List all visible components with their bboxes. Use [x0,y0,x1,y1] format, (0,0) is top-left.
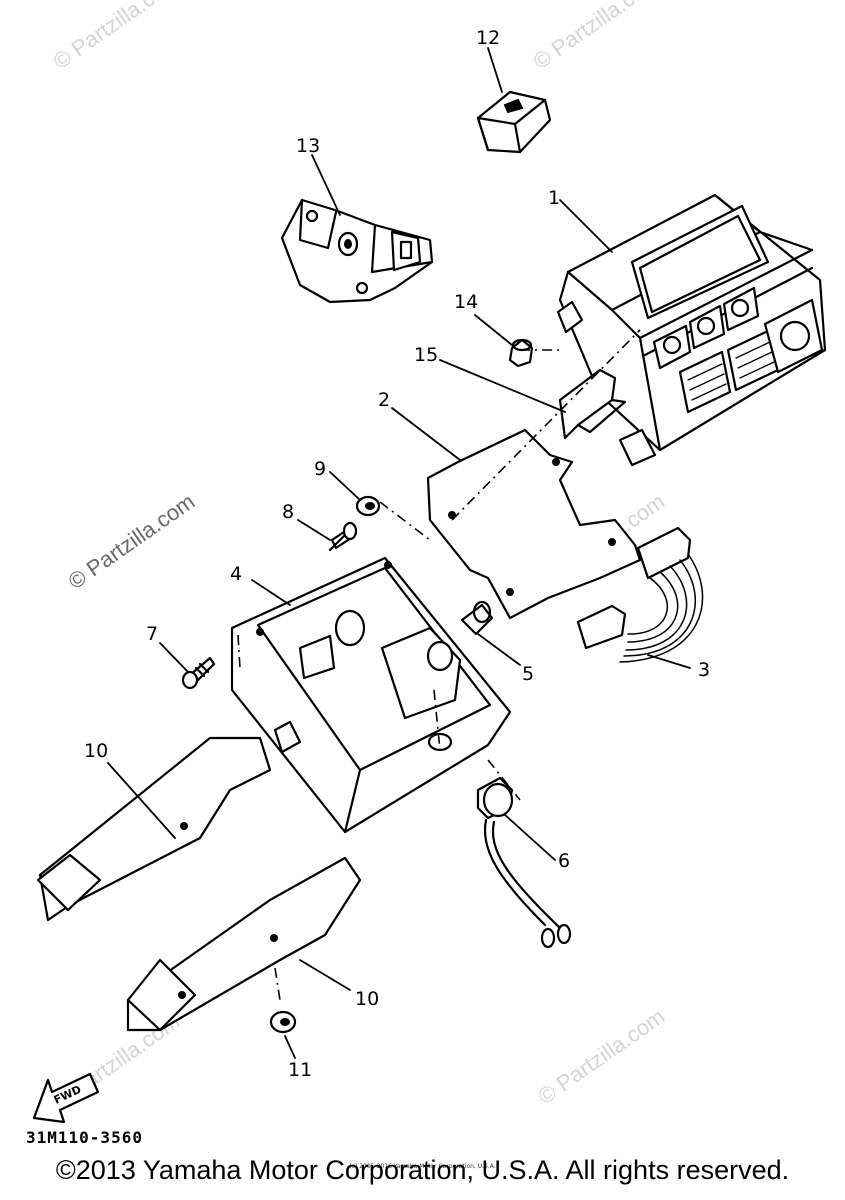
callout-11: 11 [288,1059,312,1081]
watermark: © Partzilla.com [49,0,185,74]
part-12-cushion [476,90,552,154]
part-11-nut [269,1010,297,1034]
part-1-display-unit [556,193,827,467]
callout-12: 12 [476,27,500,49]
part-5-bulb [460,600,494,636]
part-3-ribbon-cable [576,526,704,663]
part-13-sensor [280,198,434,304]
part-14-grommet [508,338,534,368]
copyright-notice: ©2013 Yamaha Motor Corporation, U.S.A. A… [55,1155,790,1185]
fwd-arrow-icon: FWD [32,1072,100,1124]
assembly-lines [237,329,641,1001]
callout-15: 15 [414,344,438,366]
part-4-case [230,556,512,834]
callout-7: 7 [146,623,158,645]
callout-1: 1 [548,187,560,209]
watermark: © Partzilla.com [529,0,665,74]
diagram-reference-number: 31M110-3560 [26,1128,143,1147]
part-9-nut [355,495,381,517]
callout-10b: 10 [355,988,379,1010]
part-10-bracket-lower [126,856,362,1032]
callout-6: 6 [558,850,570,872]
fine-print: (c) 2005-2016 Yamaha Motor Corporation, … [349,1163,496,1170]
watermark: © Partzilla.com [534,1004,670,1110]
callout-4: 4 [230,563,242,585]
callout-10: 10 [84,740,108,762]
callout-13: 13 [296,135,320,157]
callouts: 1 2 3 4 5 6 7 8 9 10 10 11 12 13 14 15 [84,27,710,1081]
part-15-clip [558,368,627,440]
callout-8: 8 [282,501,294,523]
part-6-socket [476,776,572,949]
callout-3: 3 [698,659,710,681]
leader-lines [107,47,691,1059]
callout-5: 5 [522,663,534,685]
part-2-plate [426,428,642,620]
callout-2: 2 [378,389,390,411]
part-10-bracket-upper [36,736,272,922]
part-8-screw [328,521,358,552]
callout-14: 14 [454,291,478,313]
watermark: © Partzilla.com [64,489,200,595]
part-7-screw [181,656,216,690]
callout-9: 9 [314,458,326,480]
